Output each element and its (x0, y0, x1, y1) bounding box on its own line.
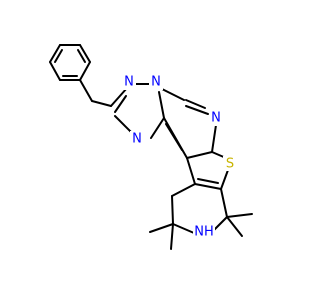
bond (49, 44, 61, 63)
bond (171, 195, 174, 225)
piperidine-ring (171, 183, 228, 234)
triazole-ring (110, 83, 165, 139)
bond (186, 157, 196, 185)
pyrimidine-ring (159, 87, 217, 159)
bond (54, 49, 63, 63)
bond (213, 216, 228, 231)
atom-nh-piperidine: NH (193, 225, 215, 240)
atom-label: N (124, 75, 134, 90)
atom-label: N (132, 132, 142, 147)
bond (171, 183, 196, 197)
bond (158, 91, 165, 119)
methyl-bond (170, 223, 174, 250)
atom-label: N (151, 75, 161, 90)
bond (79, 79, 93, 102)
bond (79, 61, 91, 81)
atom-n-pyrimidine: N (209, 111, 223, 126)
bond (150, 117, 165, 139)
benzene-ring (49, 44, 91, 81)
methyl-bond (149, 223, 174, 233)
bond (159, 87, 185, 101)
methyl-bond (226, 216, 243, 237)
bond (165, 123, 183, 151)
bond (49, 61, 61, 81)
atom-label: N (211, 111, 221, 126)
bond (79, 44, 91, 63)
bond (186, 151, 213, 159)
bond (114, 95, 127, 113)
atom-s-thiophene: S (223, 156, 237, 172)
bond (185, 99, 206, 109)
bond (211, 124, 217, 153)
bond (194, 183, 222, 190)
atom-label: S (226, 157, 234, 172)
methyl-groups (149, 213, 253, 250)
bond (220, 188, 228, 218)
atom-n-triazole-bottom: N (130, 131, 144, 147)
molecule-structure: N N N N S NH (49, 44, 253, 250)
atom-label: NH (194, 225, 214, 240)
bond (172, 223, 195, 234)
bond (91, 100, 112, 107)
bond (197, 178, 219, 184)
bond (185, 105, 209, 115)
bond (220, 169, 229, 190)
bond (77, 49, 86, 63)
atom-n-triazole-top-left: N (122, 75, 136, 90)
methyl-bond (226, 213, 253, 218)
bond (110, 87, 128, 107)
atom-n-triazole-top-right: N (149, 75, 163, 90)
structure-canvas: N N N N S NH (49, 44, 253, 250)
